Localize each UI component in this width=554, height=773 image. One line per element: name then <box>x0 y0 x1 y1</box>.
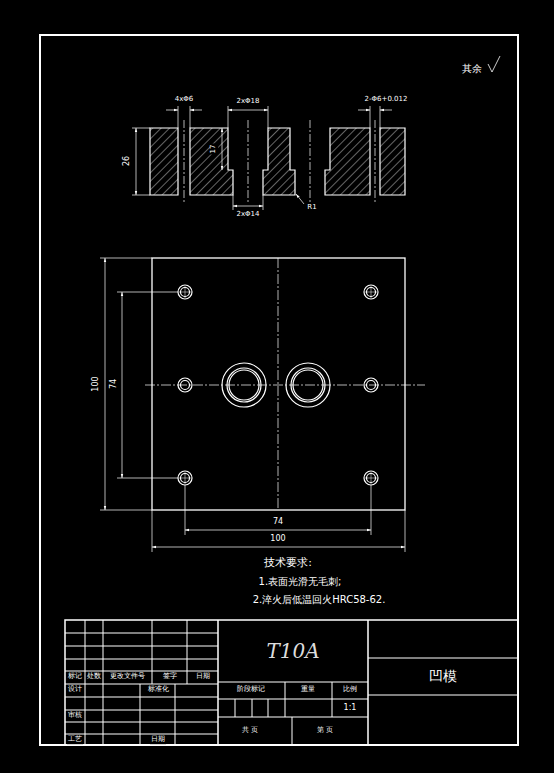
table-cell: 比例 <box>342 686 358 694</box>
table-cell: 日期 <box>195 673 211 681</box>
dimension: 26 <box>123 155 132 167</box>
table-cell: 共 页 <box>241 727 259 735</box>
dimension: 74 <box>110 378 119 390</box>
dimension: 4xΦ6 <box>174 96 195 104</box>
table-cell: 日期 <box>150 736 166 744</box>
table-cell: 阶段标记 <box>236 686 266 694</box>
table-cell: 1:1 <box>343 704 358 713</box>
dimension: 74 <box>272 518 284 527</box>
dimension: 17 <box>210 144 218 155</box>
note-heading: 技术要求: <box>263 557 313 569</box>
table-cell: 标记 <box>67 673 83 681</box>
note-line: 2.淬火后低温回火HRC58-62. <box>252 594 387 605</box>
dimension: 2-Φ6+0.012 <box>364 96 409 104</box>
table-cell: 第 页 <box>316 727 334 735</box>
dimension: 100 <box>92 375 101 392</box>
table-cell: 签字 <box>162 673 178 681</box>
part-name: 凹模 <box>428 669 458 684</box>
table-cell: 重量 <box>300 686 316 694</box>
table-cell: 处数 <box>86 673 102 681</box>
table-cell: 设计 <box>67 686 83 694</box>
table-cell: 更改文件号 <box>109 673 146 681</box>
table-cell: 工艺 <box>67 736 83 744</box>
roughness-note: 其余 <box>461 63 483 74</box>
note-line: 1.表面光滑无毛刺; <box>258 576 343 587</box>
table-cell: 审核 <box>67 712 83 720</box>
dimension: 2xΦ14 <box>235 211 260 219</box>
material-text: T10A <box>265 640 320 662</box>
dimension: R1 <box>306 204 317 212</box>
dimension: 2xΦ18 <box>235 98 260 106</box>
dimension: 100 <box>269 535 286 544</box>
table-cell: 标准化 <box>147 686 170 694</box>
